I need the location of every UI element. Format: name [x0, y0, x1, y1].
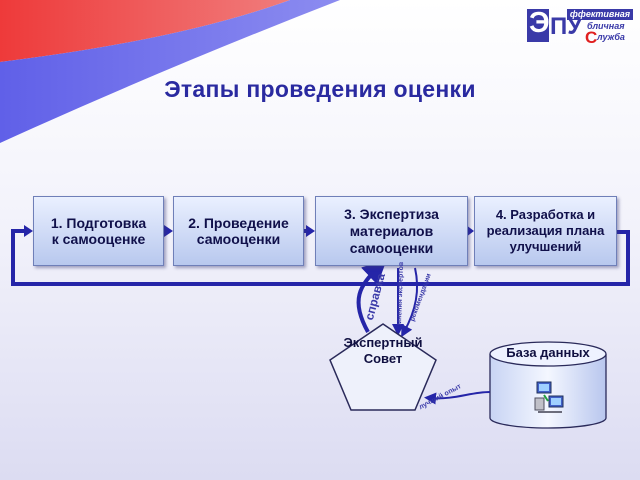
logo-box: Э: [527, 7, 550, 42]
logo: Э ПУ С ффективная бличная лужба: [527, 7, 633, 47]
stage-1-box: 1. Подготовка к самооценке: [33, 196, 164, 266]
arrow-database-to-council: [424, 391, 491, 405]
feedback-loop-arrow: [11, 229, 630, 286]
arrow-council-to-stage3: [356, 259, 387, 333]
slide-title: Этапы проведения оценки: [164, 76, 476, 102]
logo-line-3: лужба: [597, 32, 625, 42]
arrow-stage3-to-council-b: [401, 267, 419, 338]
network-computers-icon: [534, 381, 564, 413]
logo-letter-e: Э: [529, 7, 550, 39]
stage-2-box: 2. Проведение самооценки: [173, 196, 304, 266]
database-label: База данных: [506, 345, 590, 360]
logo-line-1: ффективная: [567, 9, 633, 20]
logo-letter-s: С: [585, 28, 598, 47]
flag-red-stripe: [0, 0, 290, 62]
flag-blue-stripe: [0, 0, 340, 143]
stage-3-box: 3. Экспертиза материалов самооценки: [315, 196, 468, 266]
logo-line-2: бличная: [587, 21, 625, 31]
expert-council-label: Экспертный Совет: [343, 335, 423, 366]
expert-council-shape: [329, 323, 437, 411]
stage-4-box: 4. Разработка и реализация плана улучшен…: [474, 196, 617, 266]
